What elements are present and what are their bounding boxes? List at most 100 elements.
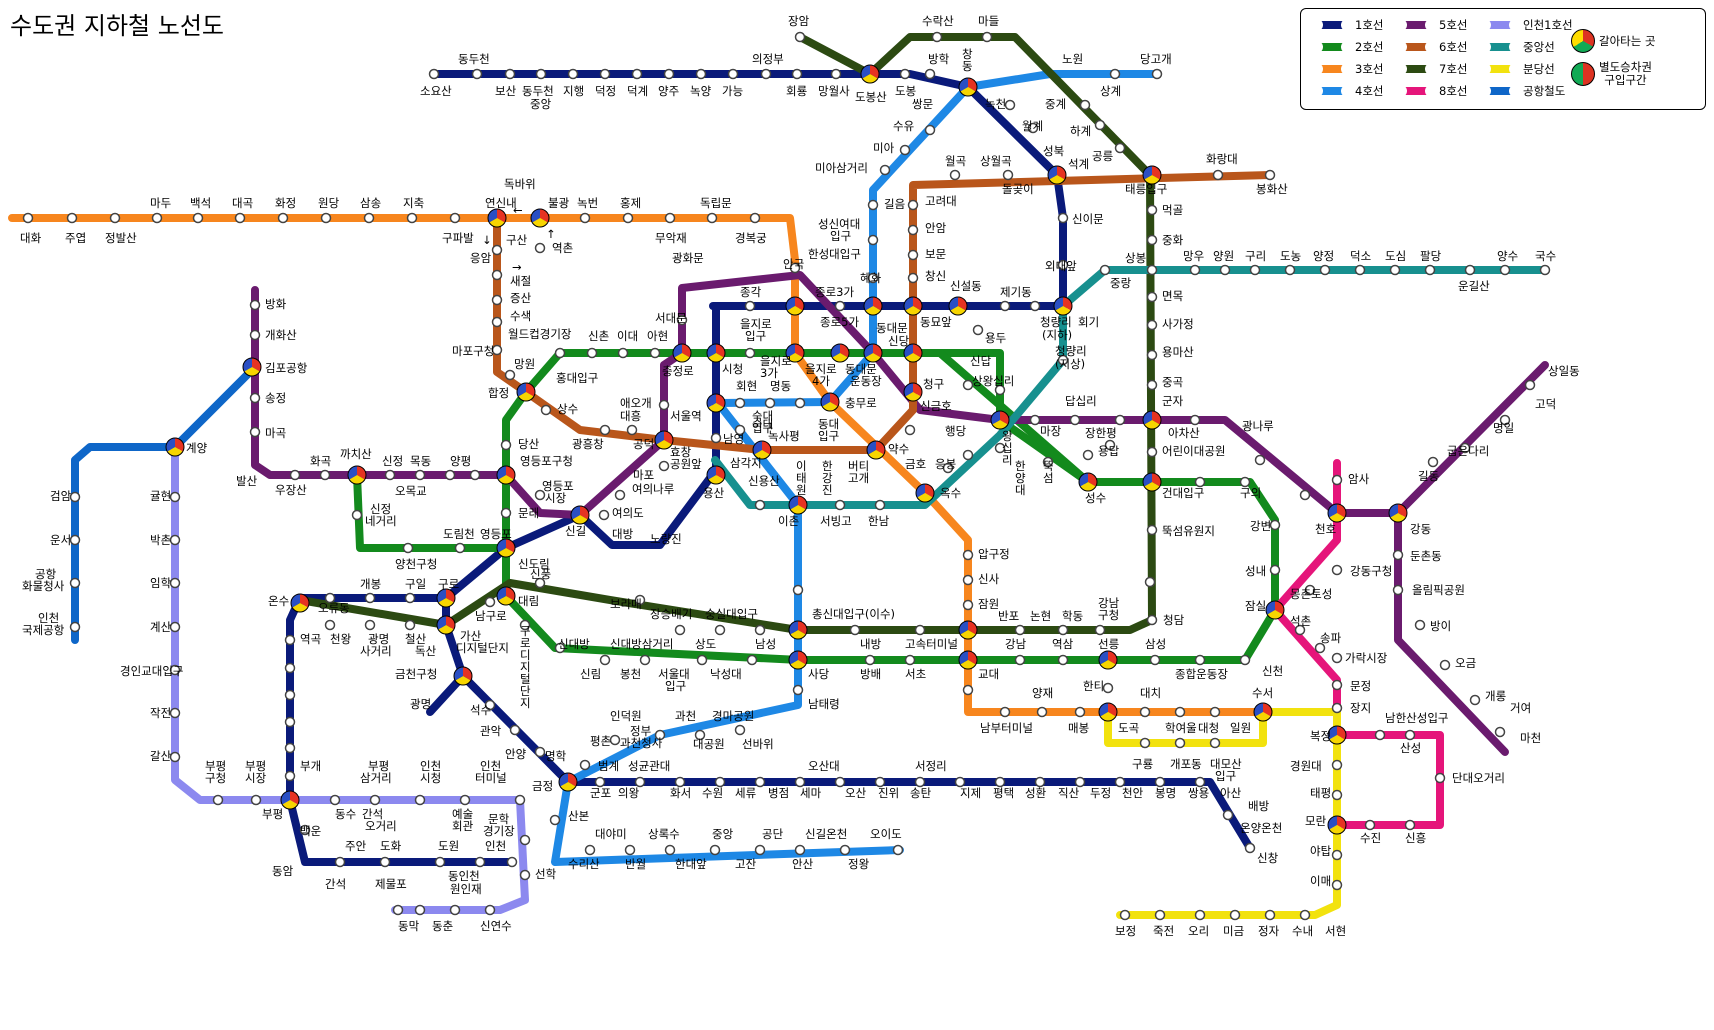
station-dot[interactable] (319, 469, 331, 481)
station-dot[interactable] (69, 534, 81, 546)
transfer-station[interactable] (785, 296, 805, 316)
station-dot[interactable] (1146, 204, 1158, 216)
station-dot[interactable] (320, 212, 332, 224)
station-dot[interactable] (454, 542, 466, 554)
station-dot[interactable] (169, 664, 181, 676)
transfer-station[interactable] (1053, 296, 1073, 316)
station-dot[interactable] (428, 68, 440, 80)
station-dot[interactable] (626, 424, 638, 436)
station-dot[interactable] (609, 734, 621, 746)
station-dot[interactable] (334, 856, 346, 868)
station-dot[interactable] (1146, 446, 1158, 458)
transfer-station[interactable] (347, 465, 367, 485)
station-dot[interactable] (506, 856, 518, 868)
station-dot[interactable] (694, 729, 706, 741)
transfer-station[interactable] (436, 615, 456, 635)
station-dot[interactable] (867, 272, 879, 284)
transfer-station[interactable] (785, 343, 805, 363)
transfer-station[interactable] (280, 790, 300, 810)
station-dot[interactable] (1151, 68, 1163, 80)
station-dot[interactable] (169, 534, 181, 546)
station-dot[interactable] (584, 844, 596, 856)
station-dot[interactable] (734, 397, 746, 409)
station-dot[interactable] (491, 344, 503, 356)
transfer-station[interactable] (496, 465, 516, 485)
station-dot[interactable] (1539, 264, 1551, 276)
station-dot[interactable] (1144, 576, 1156, 588)
station-dot[interactable] (1209, 706, 1221, 718)
transfer-station[interactable] (903, 382, 923, 402)
station-dot[interactable] (567, 68, 579, 80)
station-dot[interactable] (764, 397, 776, 409)
station-dot[interactable] (449, 904, 461, 916)
station-dot[interactable] (1146, 319, 1158, 331)
station-dot[interactable] (1082, 449, 1094, 461)
station-dot[interactable] (1239, 654, 1251, 666)
station-dot[interactable] (1229, 909, 1241, 921)
station-dot[interactable] (942, 462, 954, 474)
station-dot[interactable] (599, 68, 611, 80)
station-dot[interactable] (1404, 729, 1416, 741)
station-dot[interactable] (586, 347, 598, 359)
station-dot[interactable] (994, 776, 1006, 788)
transfer-station[interactable] (496, 586, 516, 606)
station-dot[interactable] (66, 212, 78, 224)
transfer-station[interactable] (672, 343, 692, 363)
station-dot[interactable] (1374, 729, 1386, 741)
station-dot[interactable] (1392, 549, 1404, 561)
station-dot[interactable] (674, 776, 686, 788)
station-dot[interactable] (1079, 99, 1091, 111)
station-dot[interactable] (404, 619, 416, 631)
transfer-station[interactable] (788, 620, 808, 640)
station-dot[interactable] (151, 212, 163, 224)
station-dot[interactable] (1244, 842, 1256, 854)
station-dot[interactable] (794, 844, 806, 856)
station-dot[interactable] (744, 347, 756, 359)
transfer-station[interactable] (1098, 650, 1118, 670)
station-dot[interactable] (192, 212, 204, 224)
station-dot[interactable] (954, 776, 966, 788)
station-dot[interactable] (1029, 300, 1041, 312)
station-dot[interactable] (1494, 726, 1506, 738)
station-dot[interactable] (169, 707, 181, 719)
station-dot[interactable] (914, 776, 926, 788)
station-dot[interactable] (1194, 776, 1206, 788)
station-dot[interactable] (474, 856, 486, 868)
station-dot[interactable] (364, 592, 376, 604)
station-dot[interactable] (1269, 519, 1281, 531)
station-dot[interactable] (549, 814, 561, 826)
station-dot[interactable] (299, 824, 311, 836)
station-dot[interactable] (1149, 654, 1161, 666)
transfer-station[interactable] (915, 483, 935, 503)
station-dot[interactable] (1014, 624, 1026, 636)
transfer-station[interactable] (1098, 702, 1118, 722)
station-dot[interactable] (1209, 737, 1221, 749)
station-dot[interactable] (1146, 614, 1158, 626)
station-dot[interactable] (792, 584, 804, 596)
station-dot[interactable] (1239, 476, 1251, 488)
station-dot[interactable] (789, 262, 801, 274)
station-dot[interactable] (1004, 99, 1016, 111)
station-dot[interactable] (962, 684, 974, 696)
station-dot[interactable] (329, 794, 341, 806)
station-dot[interactable] (696, 654, 708, 666)
station-dot[interactable] (867, 199, 879, 211)
station-dot[interactable] (614, 489, 626, 501)
station-dot[interactable] (706, 212, 718, 224)
station-dot[interactable] (754, 776, 766, 788)
station-dot[interactable] (519, 619, 531, 631)
station-dot[interactable] (962, 549, 974, 561)
transfer-station[interactable] (706, 465, 726, 485)
station-dot[interactable] (1404, 819, 1416, 831)
station-dot[interactable] (658, 399, 670, 411)
transfer-station[interactable] (1142, 165, 1162, 185)
station-dot[interactable] (491, 294, 503, 306)
station-dot[interactable] (1034, 776, 1046, 788)
station-dot[interactable] (1189, 264, 1201, 276)
station-dot[interactable] (414, 469, 426, 481)
transfer-station[interactable] (1265, 600, 1285, 620)
transfer-station[interactable] (530, 208, 550, 228)
station-dot[interactable] (999, 706, 1011, 718)
station-dot[interactable] (1459, 442, 1471, 454)
station-dot[interactable] (830, 68, 842, 80)
